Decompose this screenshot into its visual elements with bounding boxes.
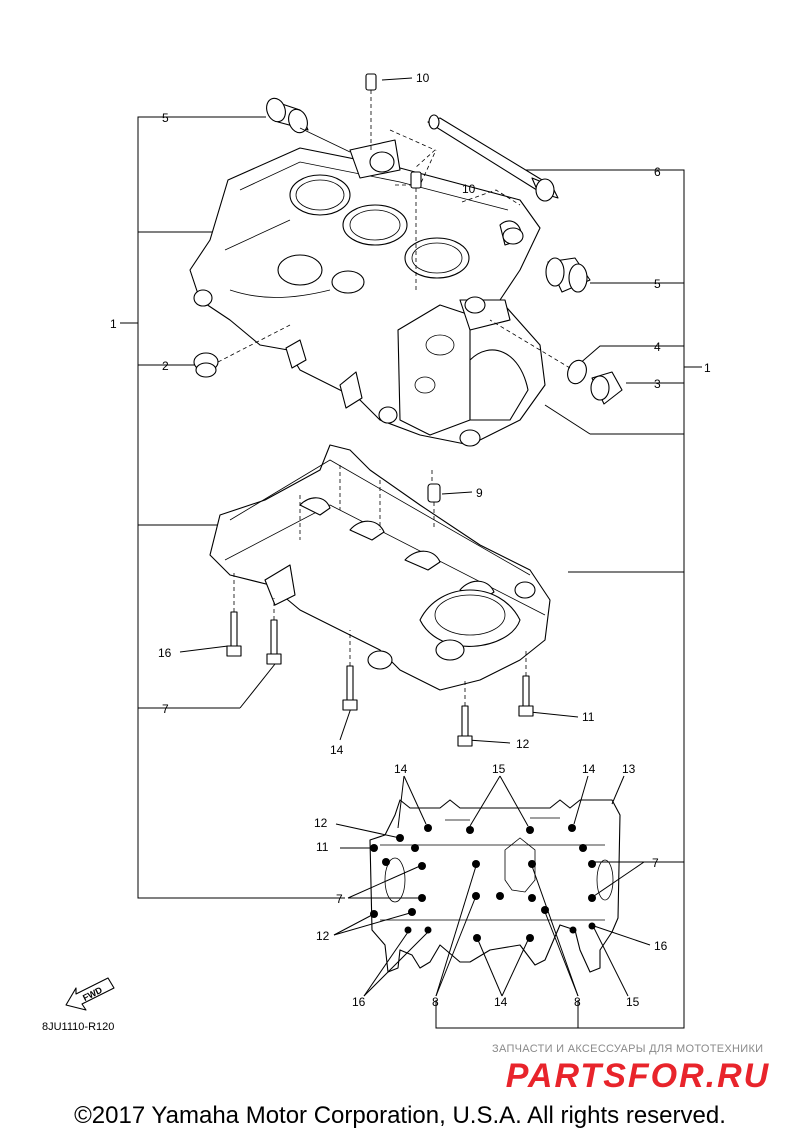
watermark-logo: PARTSFOR.RU: [506, 1057, 770, 1095]
callout-15-bottom: 15: [626, 995, 640, 1009]
callout-6: 6: [654, 165, 661, 179]
plug-2: [193, 324, 291, 378]
callout-5-top: 5: [162, 111, 169, 125]
dowel-pin-10-mid: [410, 171, 422, 290]
callout-labels: 10 5 6 10 5 1 4 1 2 3 9 16 7 11 12 14 14…: [110, 71, 711, 1009]
callout-12-plan-bottom: 12: [316, 929, 330, 943]
callout-11-bolt: 11: [582, 710, 595, 724]
callout-12-bolt: 12: [516, 737, 530, 751]
o-ring-4: [489, 319, 587, 385]
bolt-11: [518, 650, 534, 717]
callout-1-right: 1: [704, 361, 711, 375]
callout-4: 4: [654, 340, 661, 354]
callout-14-top-right: 14: [582, 762, 596, 776]
callout-14-bottom: 14: [494, 995, 508, 1009]
callout-10-top: 10: [416, 71, 430, 85]
bushing-5-right: [545, 257, 591, 293]
bolt-16: [226, 570, 242, 657]
figure-code: 8JU1110-R120: [42, 1021, 114, 1033]
dowel-pin-10-top: [365, 73, 377, 150]
callout-16-plan-right: 16: [654, 939, 668, 953]
shaft-6: [427, 114, 559, 202]
callout-16-bolt: 16: [158, 646, 172, 660]
callout-15-top: 15: [492, 762, 506, 776]
leader-lines: [120, 77, 702, 1029]
dowel-pin-9: [427, 483, 441, 530]
callout-1-left: 1: [110, 317, 117, 331]
callout-13: 13: [622, 762, 636, 776]
callout-10-mid: 10: [462, 182, 476, 196]
callout-16-plan-left: 16: [352, 995, 366, 1009]
callout-8-right: 8: [574, 995, 581, 1009]
callout-5-right: 5: [654, 277, 661, 291]
bolt-14: [342, 630, 358, 711]
bolt-12: [457, 680, 473, 747]
bolt-pattern-plan-view: [333, 775, 651, 997]
lower-crankcase: [209, 444, 551, 691]
callout-2: 2: [162, 359, 169, 373]
watermark-logo-text: PARTSFOR.RU: [506, 1057, 770, 1095]
watermark-tagline: ЗАПЧАСТИ И АКСЕССУАРЫ ДЛЯ МОТОТЕХНИКИ: [492, 1043, 764, 1055]
callout-7-lower: 7: [336, 892, 343, 906]
copyright-notice: ©2017 Yamaha Motor Corporation, U.S.A. A…: [74, 1102, 726, 1129]
bolt-7: [266, 598, 282, 665]
plug-3: [590, 371, 623, 405]
callout-3: 3: [654, 377, 661, 391]
upper-crankcase: [189, 129, 546, 447]
callout-14-top-left: 14: [394, 762, 408, 776]
callout-11-plan: 11: [316, 840, 329, 854]
fwd-arrow-icon: FWD: [65, 977, 115, 1011]
callout-8-left: 8: [432, 995, 439, 1009]
callout-7-left: 7: [162, 702, 169, 716]
callout-14-bolt: 14: [330, 743, 344, 757]
callout-7-right: 7: [652, 856, 659, 870]
callout-9: 9: [476, 486, 483, 500]
bushing-5-top: [266, 97, 351, 153]
callout-12-plan-top: 12: [314, 816, 328, 830]
